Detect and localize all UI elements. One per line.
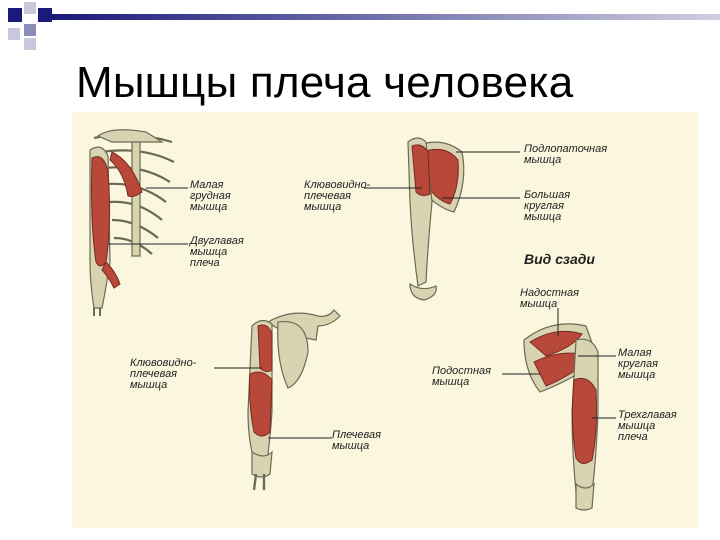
ribcage-figure	[90, 130, 174, 316]
decor-square-3	[38, 8, 52, 22]
label-teres-minor: Малая круглая мышца	[618, 348, 658, 381]
anatomy-illustration	[72, 112, 698, 528]
arm-front-figure	[248, 310, 340, 490]
label-brachialis: Плечевая мышца	[332, 430, 381, 452]
label-biceps: Двуглавая мышца плеча	[190, 236, 244, 269]
decor-square-6	[24, 38, 36, 50]
label-pectoralis-minor: Малая грудная мышца	[190, 180, 231, 213]
decor-square-5	[8, 28, 20, 40]
label-infraspinatus: Подостная мышца	[432, 366, 491, 388]
label-subscapularis: Подлопаточная мышца	[524, 144, 607, 166]
label-coracobrachialis-top: Клювовидно- плечевая мышца	[304, 180, 370, 213]
anatomy-figure-panel: Малая грудная мышца Двуглавая мышца плеч…	[72, 112, 698, 528]
label-coracobrachialis-bottom: Клювовидно- плечевая мышца	[130, 358, 196, 391]
label-teres-major: Большая круглая мышца	[524, 190, 570, 223]
decor-square-2	[24, 2, 36, 14]
posterior-view-figure	[524, 324, 598, 510]
slide-title: Мышцы плеча человека	[76, 58, 573, 108]
decor-square-4	[24, 24, 36, 36]
decor-square-1	[8, 8, 22, 22]
label-supraspinatus: Надостная мышца	[520, 288, 579, 310]
header-gradient-bar	[52, 14, 720, 20]
label-triceps: Трехглавая мышца плеча	[618, 410, 677, 443]
label-rear-view: Вид сзади	[524, 252, 595, 266]
scapula-front-figure	[408, 138, 464, 300]
